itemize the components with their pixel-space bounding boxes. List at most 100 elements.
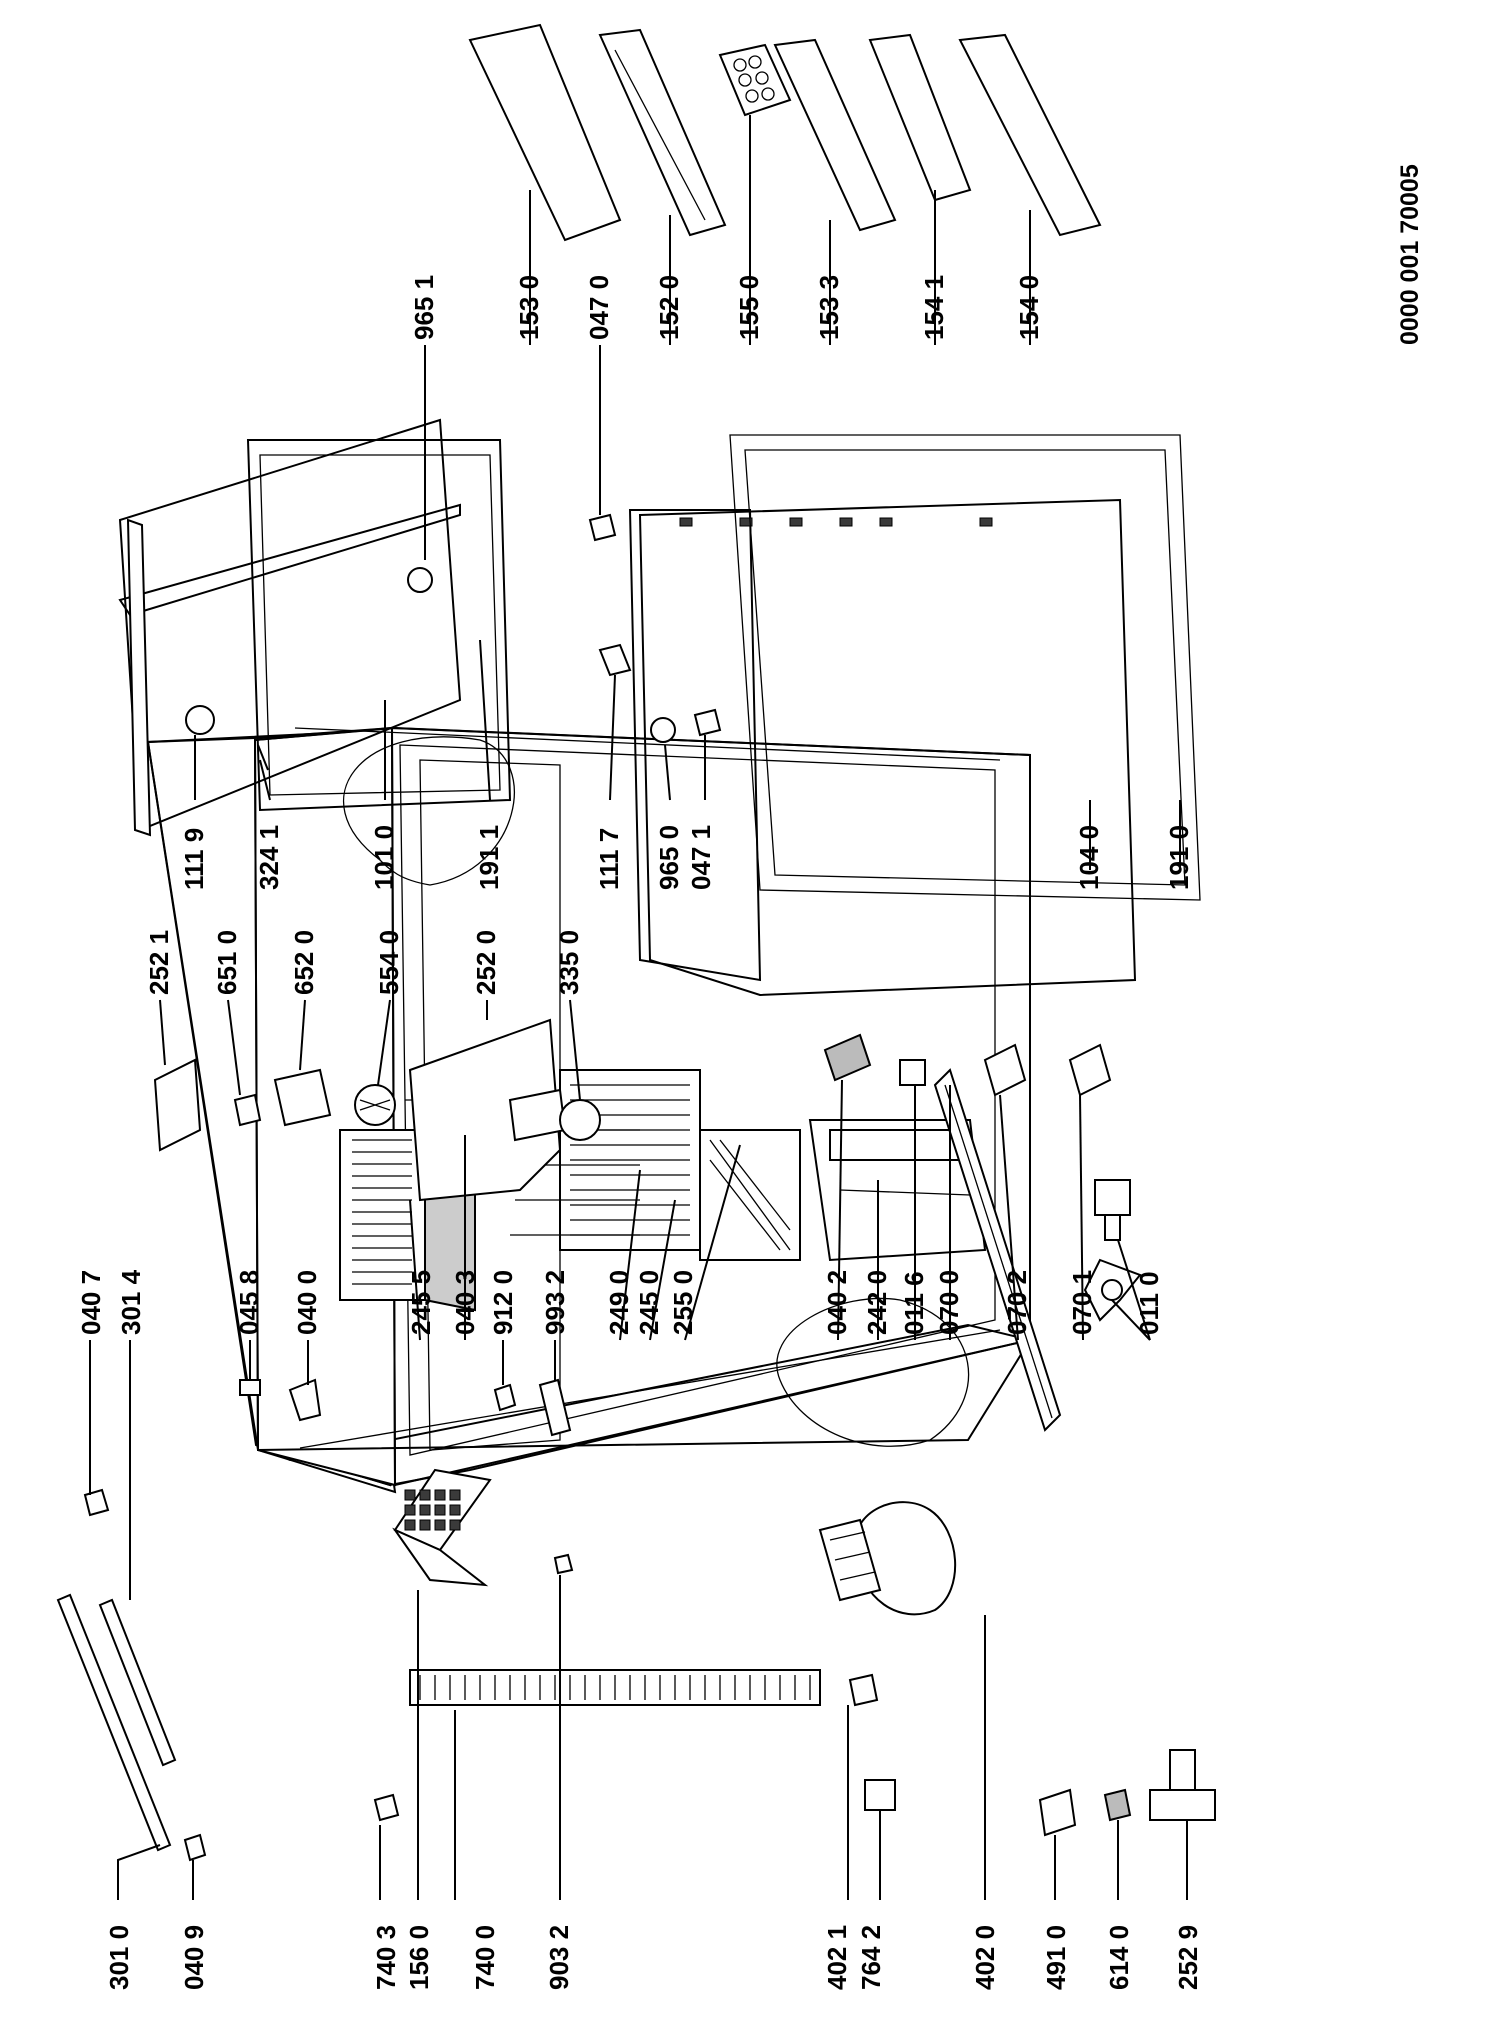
- label-402-0: 402 0: [970, 1925, 1000, 1990]
- label-047-0: 047 0: [584, 275, 614, 340]
- part-764-2: [864, 1779, 896, 1811]
- label-191-0: 191 0: [1164, 825, 1194, 890]
- label-764-2: 764 2: [856, 1925, 886, 1990]
- switch-652-0: [273, 1068, 332, 1127]
- label-301-4: 301 4: [116, 1269, 146, 1335]
- part-070-2: [983, 1043, 1027, 1097]
- label-155-0: 155 0: [734, 275, 764, 340]
- label-040-3: 040 3: [450, 1270, 480, 1335]
- door-shelf-154-1: [868, 33, 972, 202]
- leader-lines: [89, 115, 1188, 1900]
- leveling-foot-011-0: [1094, 1179, 1131, 1241]
- clip-040-7: [83, 1488, 110, 1517]
- label-740-0: 740 0: [470, 1925, 500, 1990]
- thermostat-housing-252-1: [153, 1058, 202, 1152]
- label-249-0: 249 0: [604, 1270, 634, 1335]
- part-047-1: [693, 708, 722, 737]
- clip-040-9: [183, 1833, 207, 1862]
- label-554-0: 554 0: [374, 930, 404, 995]
- label-912-0: 912 0: [488, 1270, 518, 1335]
- egg-tray-155-0: [718, 43, 792, 117]
- label-040-0: 040 0: [292, 1270, 322, 1335]
- control-panel-252-0: [408, 1018, 567, 1202]
- label-070-1: 070 1: [1067, 1270, 1097, 1335]
- upper-door: [118, 418, 462, 837]
- hinge-cap-111-9: [185, 705, 215, 735]
- door-shelf-153-0: [468, 23, 622, 242]
- ice-cube-tray: [392, 1468, 492, 1587]
- label-104-0: 104 0: [1074, 825, 1104, 890]
- label-252-1: 252 1: [144, 930, 174, 995]
- clip-740-3: [373, 1793, 400, 1822]
- top-rail-301-0: [56, 1593, 172, 1852]
- label-245-5: 245 5: [406, 1270, 436, 1335]
- label-154-0: 154 0: [1014, 275, 1044, 340]
- foot-011-6: [899, 1059, 926, 1086]
- label-324-1: 324 1: [254, 825, 284, 890]
- label-040-9: 040 9: [179, 1925, 209, 1990]
- clip-040-0: [288, 1378, 322, 1422]
- label-045-8: 045 8: [234, 1270, 264, 1335]
- thermostat-554-0: [354, 1084, 396, 1126]
- hinge-070-1: [1068, 1043, 1112, 1097]
- label-153-0: 153 0: [514, 275, 544, 340]
- relay-491-0: [1038, 1788, 1077, 1837]
- label-242-0: 242 0: [862, 1270, 892, 1335]
- label-252-0: 252 0: [471, 930, 501, 995]
- label-101-0: 101 0: [369, 825, 399, 890]
- label-040-7: 040 7: [76, 1270, 106, 1335]
- label-047-1: 047 1: [686, 825, 716, 890]
- compressor: [818, 1501, 956, 1616]
- label-156-0: 156 0: [404, 1925, 434, 1990]
- knob-335-0: [559, 1099, 601, 1141]
- hinge-111-7: [598, 643, 632, 677]
- label-070-2: 070 2: [1002, 1270, 1032, 1335]
- label-651-0: 651 0: [212, 930, 242, 995]
- label-245-0: 245 0: [634, 1270, 664, 1335]
- part-252-9: [1149, 1749, 1216, 1821]
- door-shelf-154-0: [958, 33, 1102, 237]
- spring-324-1: [257, 744, 269, 771]
- part-047-0: [588, 513, 617, 542]
- lower-door-gasket: [729, 434, 1201, 901]
- sensor-993-2: [538, 1378, 572, 1437]
- upper-door-gasket: [246, 439, 512, 812]
- label-191-1: 191 1: [474, 825, 504, 890]
- kickplate-base: [933, 1068, 1062, 1432]
- label-652-0: 652 0: [289, 930, 319, 995]
- door-shelf-153-3: [773, 38, 897, 232]
- label-152-0: 152 0: [654, 275, 684, 340]
- hinge-040-2: [823, 1033, 872, 1082]
- label-335-0: 335 0: [554, 930, 584, 995]
- lower-door: [628, 498, 1137, 997]
- label-965-0: 965 0: [654, 825, 684, 890]
- label-301-0: 301 0: [104, 1925, 134, 1990]
- part-402-1: [848, 1673, 879, 1707]
- part-965-0: [650, 717, 676, 743]
- label-965-1: 965 1: [409, 275, 439, 340]
- label-154-1: 154 1: [919, 275, 949, 340]
- label-252-9: 252 9: [1173, 1925, 1203, 1990]
- lamp-651-0: [233, 1093, 262, 1127]
- crisper-drawer: [808, 1119, 987, 1262]
- label-614-0: 614 0: [1104, 1925, 1134, 1990]
- label-011-6: 011 6: [899, 1271, 929, 1335]
- condenser: [409, 1669, 821, 1706]
- label-491-0: 491 0: [1041, 1925, 1071, 1990]
- label-111-7: 111 7: [594, 828, 624, 890]
- label-402-1: 402 1: [822, 1925, 852, 1990]
- label-070-0: 070 0: [934, 1270, 964, 1335]
- door-shelf-152-0: [598, 28, 727, 237]
- label-740-3: 740 3: [371, 1925, 401, 1990]
- glass-shelf: [699, 1129, 801, 1261]
- document-number: 0000 001 70005: [1396, 164, 1424, 345]
- label-111-9: 111 9: [179, 828, 209, 890]
- label-011-0: 011 0: [1134, 1271, 1164, 1335]
- pin-045-8: [239, 1379, 261, 1396]
- part-labels: 301 0 040 9 740 3 156 0 740 0 903 2 402 …: [76, 275, 1203, 1990]
- part-903-2: [553, 1553, 574, 1575]
- label-993-2: 993 2: [540, 1270, 570, 1335]
- label-040-2: 040 2: [822, 1270, 852, 1335]
- part-614-0: [1103, 1788, 1132, 1822]
